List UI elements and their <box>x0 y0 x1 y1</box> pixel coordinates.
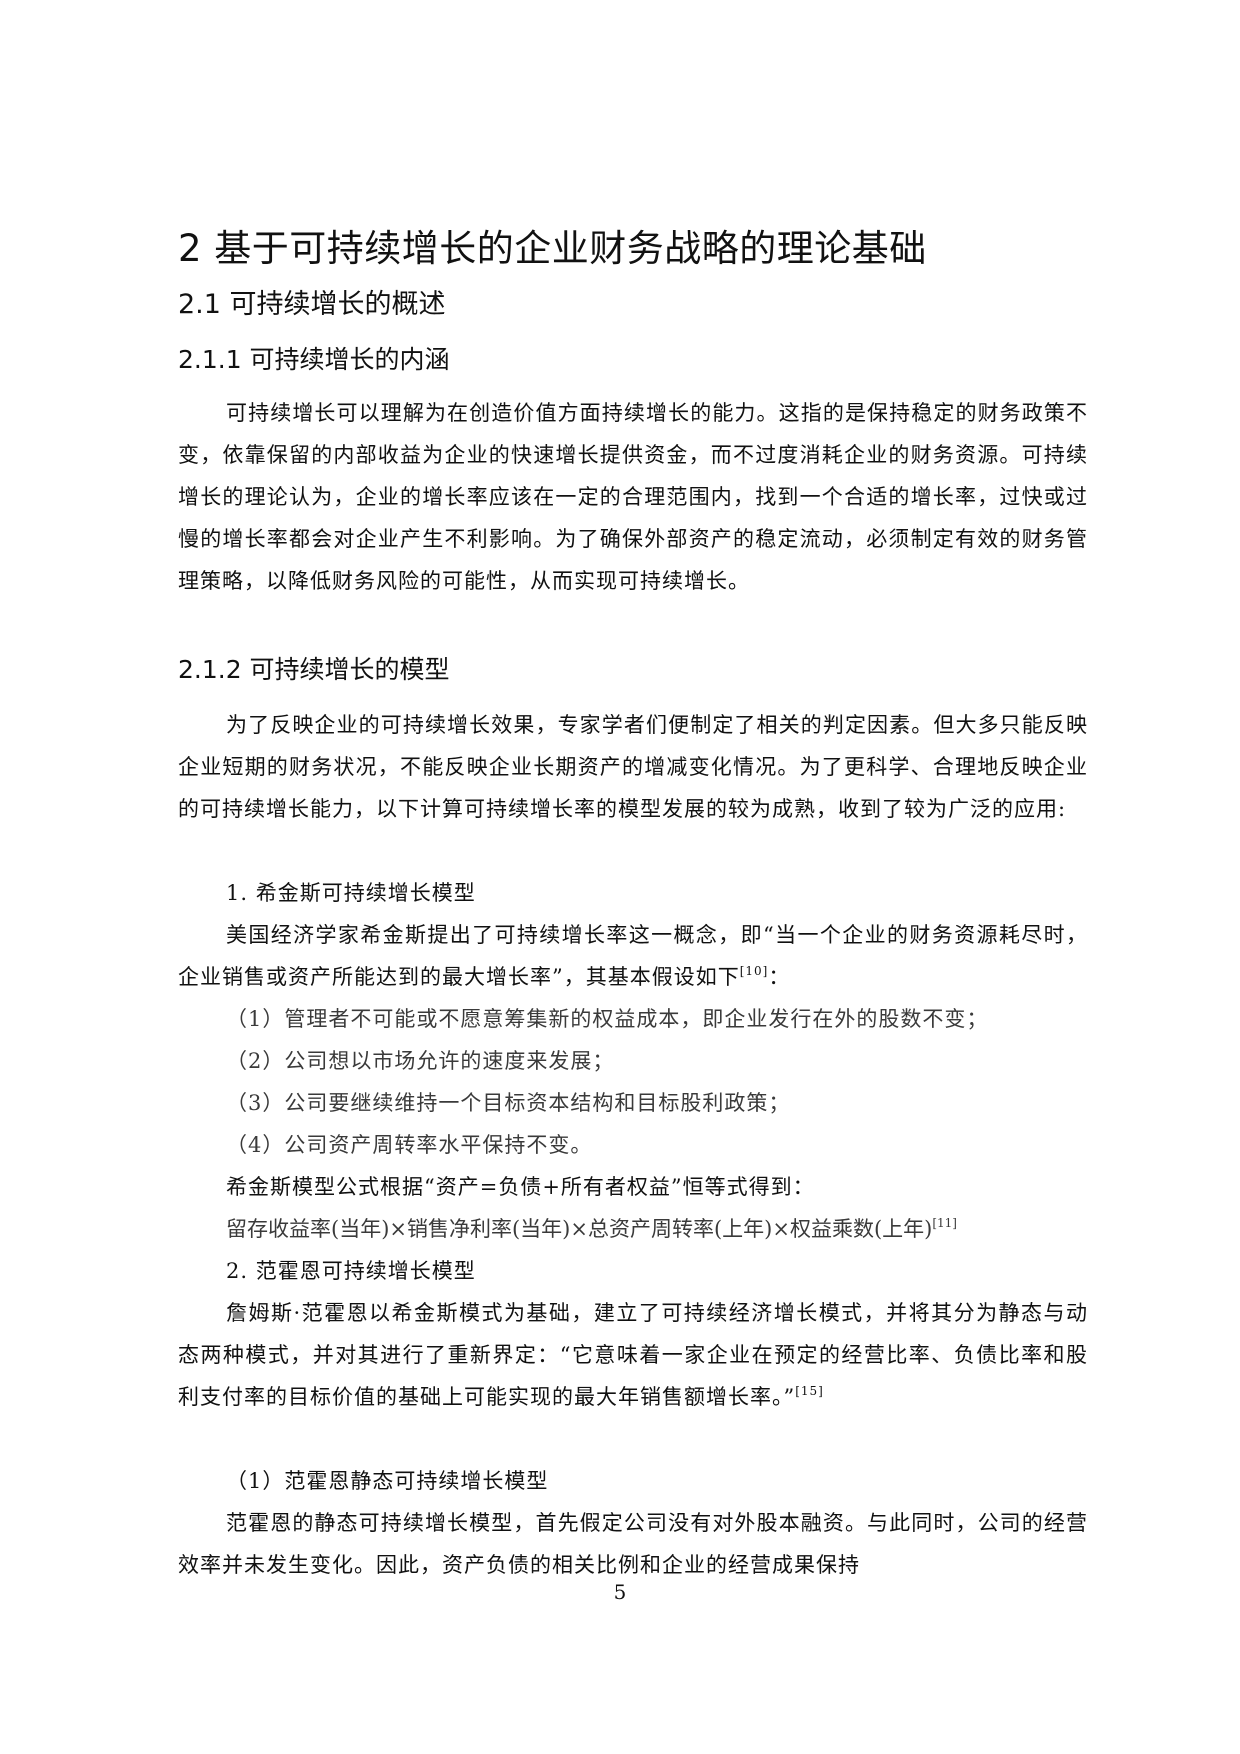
higgins-intro-text: 美国经济学家希金斯提出了可持续增长率这一概念，即“当一个企业的财务资源耗尽时，企… <box>178 923 1088 989</box>
paragraph-sustainable-growth-meaning: 可持续增长可以理解为在创造价值方面持续增长的能力。这指的是保持稳定的财务政策不变… <box>178 401 1088 593</box>
chapter-title: 2 基于可持续增长的企业财务战略的理论基础 <box>178 227 927 270</box>
formula-text: 留存收益率(当年)×销售净利率(当年)×总资产周转率(上年)×权益乘数(上年) <box>226 1217 933 1241</box>
assumption-3: （3）公司要继续维持一个目标资本结构和目标股利政策； <box>226 1091 791 1115</box>
page-number: 5 <box>613 1580 627 1604</box>
section-heading-2-1-2: 2.1.2 可持续增长的模型 <box>178 655 450 684</box>
assumption-1: （1）管理者不可能或不愿意筹集新的权益成本，即企业发行在外的股数不变； <box>226 1007 989 1031</box>
punctuation: ： <box>768 965 791 989</box>
citation-15: [15] <box>795 1384 824 1398</box>
higgins-heading: 1. 希金斯可持续增长模型 <box>226 881 476 905</box>
vanhorne-heading: 2. 范霍恩可持续增长模型 <box>226 1259 476 1283</box>
section-heading-2-1-1: 2.1.1 可持续增长的内涵 <box>178 345 450 374</box>
citation-10: [10] <box>739 964 769 978</box>
section-heading-2-1: 2.1 可持续增长的概述 <box>178 289 446 320</box>
vanhorne-static-paragraph: 范霍恩的静态可持续增长模型，首先假定公司没有对外股本融资。与此同时，公司的经营效… <box>178 1511 1088 1577</box>
vanhorne-intro-text: 詹姆斯·范霍恩以希金斯模式为基础，建立了可持续经济增长模式，并将其分为静态与动态… <box>178 1301 1088 1409</box>
vanhorne-intro: 詹姆斯·范霍恩以希金斯模式为基础，建立了可持续经济增长模式，并将其分为静态与动态… <box>178 1292 1088 1418</box>
assumption-4: （4）公司资产周转率水平保持不变。 <box>226 1133 593 1157</box>
formula-intro: 希金斯模型公式根据“资产=负债+所有者权益”恒等式得到： <box>226 1175 815 1199</box>
higgins-formula: 留存收益率(当年)×销售净利率(当年)×总资产周转率(上年)×权益乘数(上年)[… <box>178 1208 1136 1250</box>
vanhorne-static-heading: （1）范霍恩静态可持续增长模型 <box>226 1469 549 1493</box>
paragraph-growth-models: 为了反映企业的可持续增长效果，专家学者们便制定了相关的判定因素。但大多只能反映企… <box>178 713 1088 821</box>
citation-11: [11] <box>932 1216 957 1230</box>
higgins-intro: 美国经济学家希金斯提出了可持续增长率这一概念，即“当一个企业的财务资源耗尽时，企… <box>178 914 1088 998</box>
assumption-2: （2）公司想以市场允许的速度来发展； <box>226 1049 615 1073</box>
